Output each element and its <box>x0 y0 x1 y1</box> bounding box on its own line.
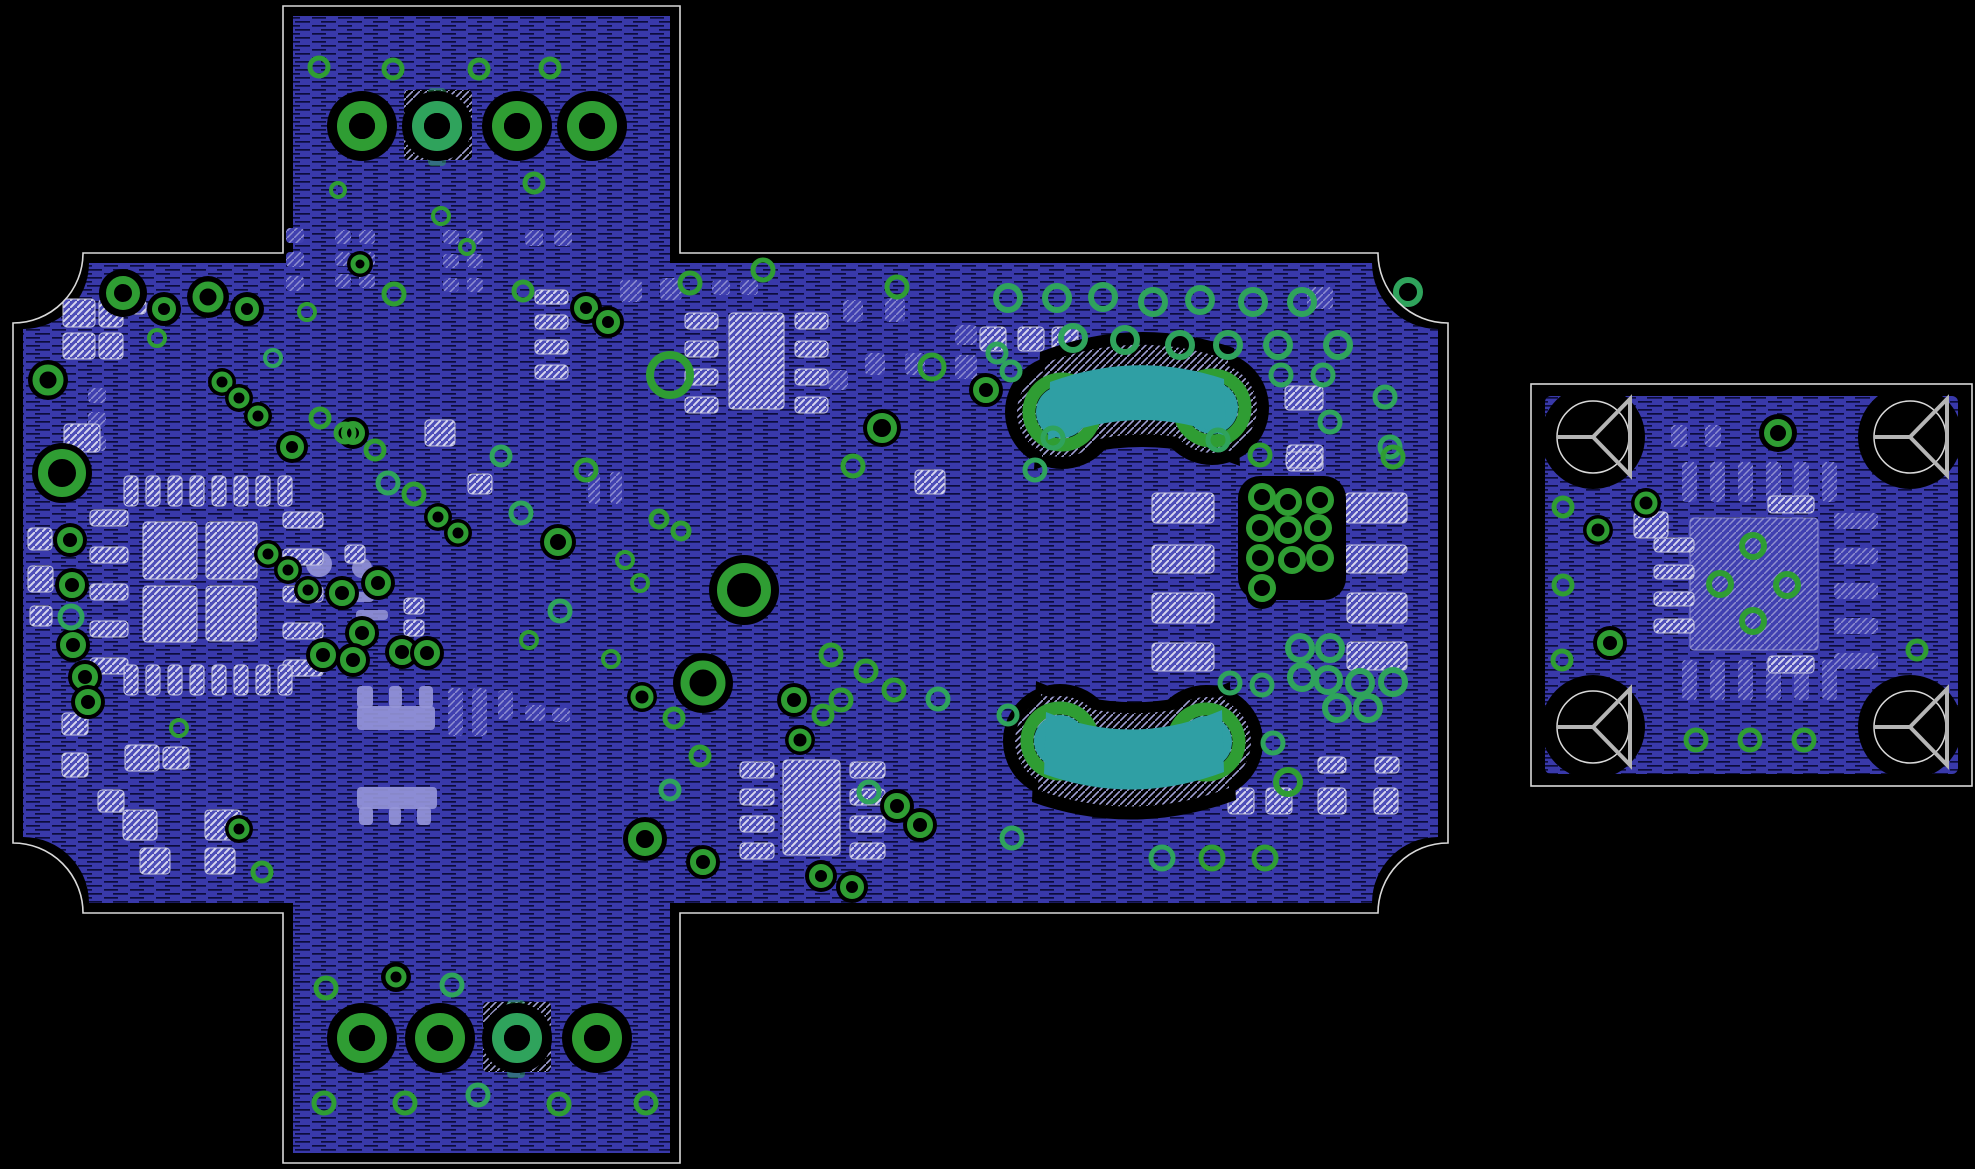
pads-bright <box>27 289 1815 875</box>
drill-glyphs <box>1556 394 1949 770</box>
vias-holes <box>28 55 1929 1117</box>
pads-dim <box>88 228 1878 736</box>
board-outlines <box>12 5 1973 1164</box>
dogbone-pads <box>428 88 1252 1078</box>
